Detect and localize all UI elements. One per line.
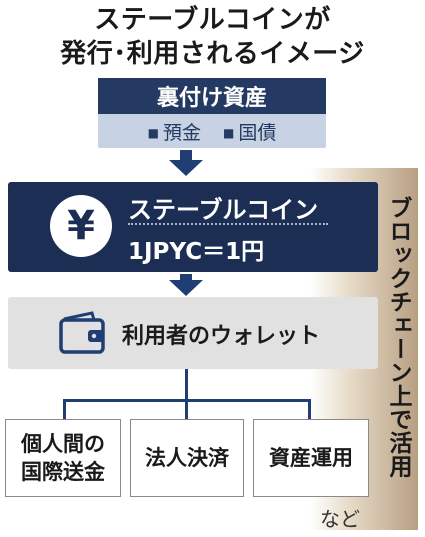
stablecoin-rate: 1JPYC＝1円: [128, 239, 265, 265]
connector-branch-2: [185, 399, 188, 419]
blockchain-label: ブロックチェーン上で活用: [385, 196, 411, 478]
use-label-line2: 国際送金: [21, 460, 105, 484]
stablecoin-name: ステーブルコイン: [128, 196, 319, 224]
asset-item-deposit: ■預金: [148, 118, 201, 145]
use-label: 資産運用: [269, 446, 353, 470]
connector-trunk: [185, 369, 188, 401]
arrow-down-icon: [169, 280, 203, 296]
use-box-remittance: 個人間の 国際送金: [5, 419, 121, 497]
arrow-down-icon: [169, 160, 203, 176]
title-line-1: ステーブルコインが: [94, 5, 331, 35]
use-box-text: 個人間の 国際送金: [21, 430, 105, 486]
asset-item-label: 国債: [238, 121, 277, 144]
backing-assets-header: 裏付け資産: [98, 78, 326, 114]
connector-branch-3: [308, 399, 311, 419]
wallet-icon: [59, 311, 105, 354]
wallet-label: 利用者のウォレット: [122, 324, 321, 349]
bullet-icon: ■: [223, 126, 235, 140]
dotted-divider: [128, 223, 328, 225]
asset-item-label: 預金: [162, 121, 201, 144]
connector-branch-1: [63, 399, 66, 419]
title-line-2: 発行･利用されるイメージ: [60, 39, 365, 69]
uses-note: など: [320, 507, 360, 531]
asset-item-bond: ■国債: [223, 118, 276, 145]
wallet-box: [8, 297, 378, 369]
use-label: 法人決済: [145, 446, 229, 470]
use-box-asset-management: 資産運用: [253, 419, 369, 497]
backing-assets-items: ■預金 ■国債: [98, 114, 326, 148]
yen-coin-icon: ¥: [50, 195, 112, 257]
use-label-line1: 個人間の: [21, 432, 105, 456]
arrow-down-2-stem: [180, 274, 192, 282]
arrow-down-1-stem: [180, 150, 192, 162]
use-box-corporate-payment: 法人決済: [130, 419, 244, 497]
bullet-icon: ■: [147, 126, 159, 140]
